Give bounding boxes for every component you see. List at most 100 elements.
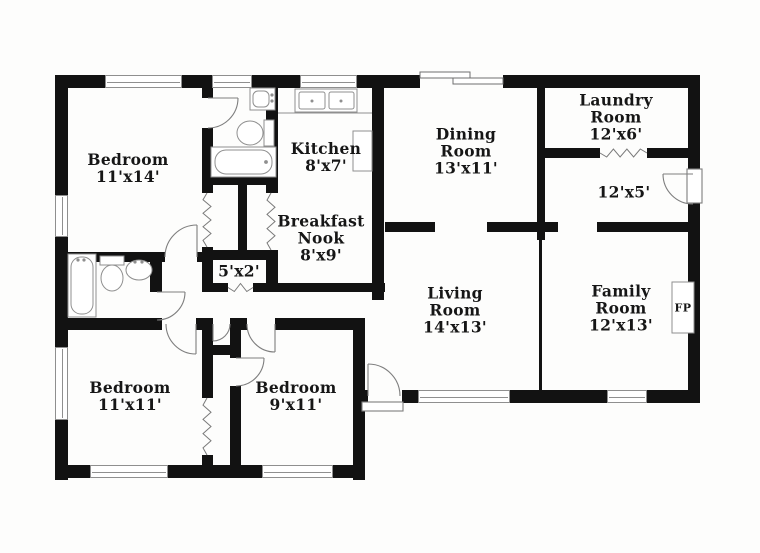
room-dims: 12'x13' — [589, 315, 653, 335]
room-dims: 8'x9' — [300, 245, 342, 265]
room-label-bedroom-11x11: Bedroom 11'x11' — [89, 379, 170, 413]
wall — [230, 330, 241, 358]
zigzag-opening — [227, 282, 254, 293]
window — [212, 75, 252, 88]
window — [418, 390, 510, 403]
door-side-entry — [662, 168, 703, 205]
room-label-laundry: Laundry Room 12'x6' — [579, 92, 653, 143]
wall — [597, 222, 688, 232]
door-bedroom-11x11 — [165, 323, 197, 355]
wall — [545, 148, 600, 158]
zigzag-opening — [202, 192, 212, 248]
wall — [202, 330, 213, 398]
room-label-breakfast-nook: Breakfast Nook 8'x9' — [277, 213, 364, 264]
wall — [230, 386, 241, 465]
door-bathroom2 — [156, 291, 186, 321]
wall — [537, 88, 545, 240]
wall — [362, 390, 368, 403]
wall — [266, 250, 278, 292]
room-label-family: Family Room 12'x13' — [589, 283, 653, 334]
sink-icon — [125, 259, 153, 281]
wall — [385, 222, 435, 232]
wall — [55, 237, 68, 347]
room-dims: 14'x13' — [423, 317, 487, 337]
zigzag-opening — [266, 192, 276, 251]
wall — [647, 148, 688, 158]
room-dims: 5'x2' — [218, 261, 260, 281]
kitchen-sink-icon — [294, 88, 358, 113]
room-dims: 12'x6' — [589, 124, 643, 144]
wall — [168, 465, 262, 478]
window — [55, 347, 68, 420]
wall — [182, 75, 212, 88]
wall — [202, 173, 278, 185]
room-name: Bedroom — [89, 378, 171, 397]
room-dims: 9'x11' — [269, 395, 323, 414]
wall — [503, 75, 700, 88]
wall — [68, 252, 165, 262]
wall — [266, 185, 278, 193]
wall — [252, 75, 300, 88]
room-label-hall-12x5: 12'x5' — [598, 184, 651, 201]
room-name2: Room — [590, 107, 642, 127]
room-dims: 11'x14' — [96, 167, 160, 186]
wall — [230, 318, 247, 330]
room-name2: Nook — [297, 228, 345, 248]
sliding-door — [419, 71, 504, 85]
room-name: Breakfast — [277, 211, 365, 231]
door-bathroom1 — [207, 97, 239, 129]
wall — [55, 75, 68, 195]
wall — [196, 318, 213, 330]
wall — [510, 390, 607, 403]
room-dims: 8'x7' — [305, 156, 347, 175]
room-name2: Room — [429, 300, 481, 320]
room-dims: 13'x11' — [434, 158, 498, 178]
zigzag-opening — [599, 148, 648, 158]
room-name: Bedroom — [255, 378, 337, 397]
wall — [202, 128, 213, 193]
wall — [647, 390, 700, 403]
room-label-closet-5x2: 5'x2' — [218, 263, 260, 280]
room-dims: 12'x5' — [597, 182, 651, 202]
door-bedroom-11x14 — [164, 224, 198, 258]
wall — [202, 455, 213, 465]
room-name2: Room — [595, 298, 647, 318]
room-label-bedroom-11x14: Bedroom 11'x14' — [87, 151, 168, 185]
wall — [202, 283, 228, 292]
wall — [55, 465, 90, 478]
wall — [202, 247, 213, 292]
room-name2: Room — [440, 141, 492, 161]
bathtub-icon — [67, 253, 97, 318]
zigzag-opening — [202, 397, 212, 456]
door-bedroom-9x11 — [246, 323, 276, 353]
wall — [688, 75, 700, 170]
room-name: Living — [427, 283, 483, 303]
room-label-kitchen: Kitchen 8'x7' — [291, 140, 361, 174]
wall — [487, 222, 558, 232]
wall — [253, 283, 385, 292]
room-name: Kitchen — [290, 139, 362, 158]
room-dims: 11'x11' — [98, 395, 162, 414]
room-name: Dining — [435, 124, 497, 144]
room-label-dining: Dining Room 13'x11' — [434, 126, 498, 177]
wall — [402, 390, 418, 403]
wall — [150, 252, 162, 292]
room-label-bedroom-9x11: Bedroom 9'x11' — [255, 379, 336, 413]
door-hall-closet — [212, 323, 231, 342]
room-name: Bedroom — [87, 150, 169, 169]
wall — [353, 318, 365, 480]
window — [300, 75, 357, 88]
wall — [202, 88, 213, 98]
window — [607, 390, 647, 403]
wall — [372, 75, 384, 300]
wall — [202, 345, 241, 355]
wall — [202, 250, 278, 260]
wall — [266, 88, 278, 185]
room-label-living: Living Room 14'x13' — [423, 285, 487, 336]
window — [105, 75, 182, 88]
door-front-entry — [361, 363, 404, 412]
fireplace-label: FP — [674, 301, 692, 315]
window — [90, 465, 168, 478]
wall — [68, 318, 162, 330]
